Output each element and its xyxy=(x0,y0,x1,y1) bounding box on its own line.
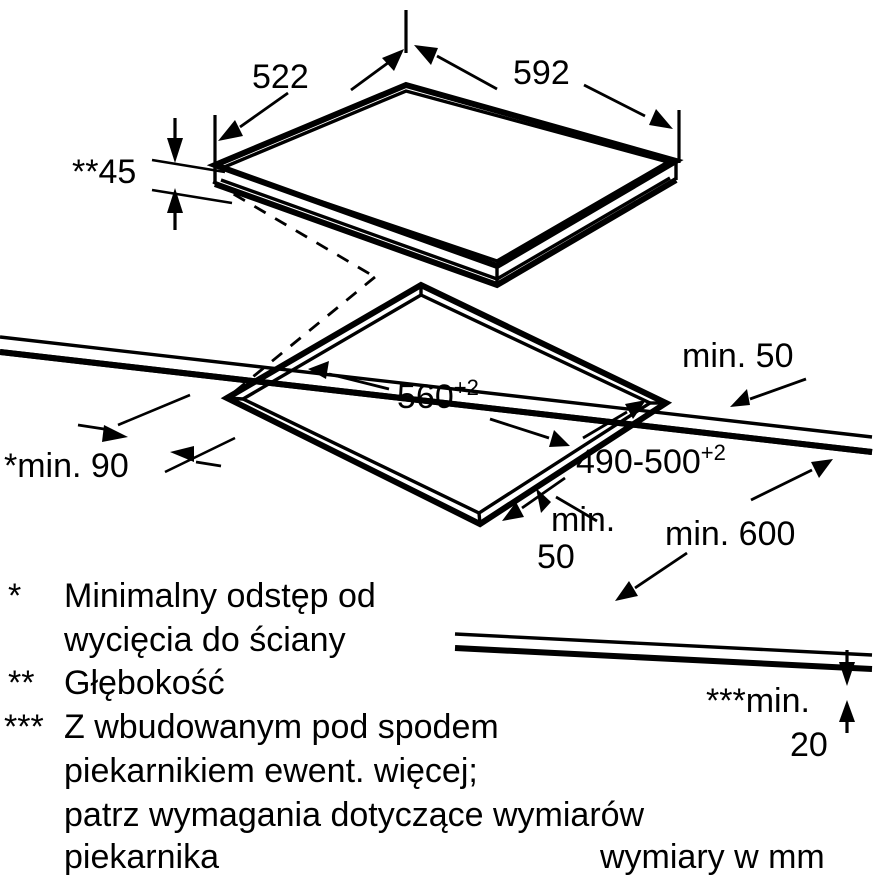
footnote-line-1a: Minimalny odstęp od xyxy=(64,577,376,615)
cutout-corner-front xyxy=(477,512,482,525)
dim-min600-arrow-lower xyxy=(615,581,638,601)
dimension-min-20: ***min. 20 xyxy=(706,650,855,764)
dimension-min-600: min. 600 xyxy=(615,459,833,601)
footnote-marker-3: *** xyxy=(4,708,44,746)
worktop-rear-edge-inner xyxy=(0,335,873,439)
dim-min50-side-leader xyxy=(555,495,598,523)
cooktop-lip-right xyxy=(496,176,671,281)
worktop-front-edge-inner xyxy=(454,632,873,657)
worktop-cutout xyxy=(220,281,673,528)
projection-line-left xyxy=(212,180,376,279)
dim-490-leader-upper xyxy=(582,410,628,440)
dim-490-500-label: 490-500+2 xyxy=(576,440,726,481)
dim-min50-rear-label: min. 50 xyxy=(682,337,794,375)
dim-min20-arrow-top xyxy=(839,662,855,686)
dim-min90-label: *min. 90 xyxy=(4,447,129,485)
dim-45-ext-bottom xyxy=(151,188,233,205)
dim-490-arrow-upper xyxy=(625,400,646,419)
dimension-490-500: 490-500+2 xyxy=(502,400,726,521)
dim-min50-side-label-2: 50 xyxy=(537,538,575,576)
dimension-45: **45 xyxy=(72,118,233,230)
worktop-front-edge-outer xyxy=(454,645,873,672)
dim-560-leader-upper xyxy=(328,372,390,391)
dim-min50-rear-leader xyxy=(749,377,807,401)
dimension-522: 522 xyxy=(213,10,408,165)
dim-560-arrow-upper xyxy=(308,361,329,379)
cutout-corner-left xyxy=(226,396,244,401)
dim-45-label: **45 xyxy=(72,153,136,191)
dimension-min-50-rear: min. 50 xyxy=(682,337,807,407)
dimension-min-90: *min. 90 xyxy=(4,393,236,485)
projection-line-down xyxy=(226,275,376,400)
dim-min20-label-1: ***min. xyxy=(706,682,810,720)
dimension-min-50-side: min. 50 xyxy=(536,488,615,576)
footnote-line-3a: Z wbudowanym pod spodem xyxy=(64,708,499,746)
dim-592-arrow-upper xyxy=(414,45,438,65)
worktop xyxy=(0,335,873,672)
footnote-line-3c: patrz wymagania dotyczące wymiarów xyxy=(64,796,645,834)
cooktop-lip-left xyxy=(220,178,498,281)
dim-522-arrow-lower xyxy=(218,120,243,141)
dim-min50-rear-arrow xyxy=(730,389,750,407)
dim-min20-label-2: 20 xyxy=(790,726,828,764)
dim-min600-arrow-upper xyxy=(811,459,833,478)
dim-min90-leader-upper xyxy=(77,423,105,431)
dim-592-leader-lower xyxy=(583,83,646,118)
dim-45-arrow-top xyxy=(167,138,183,163)
dim-560-arrow-lower xyxy=(549,430,570,447)
worktop-surface-line xyxy=(0,349,873,455)
cooktop-top-bevel xyxy=(217,89,673,263)
dim-min20-arrow-bottom xyxy=(839,700,855,722)
dim-560-label: 560+2 xyxy=(397,375,479,416)
dim-45-arrow-bottom xyxy=(167,188,183,213)
footnote-line-3b: piekarnikiem ewent. więcej; xyxy=(64,752,478,790)
dim-522-leader-lower xyxy=(239,91,289,129)
footnote-marker-1: * xyxy=(8,577,21,615)
dim-min90-arrow-lower xyxy=(170,446,194,462)
dim-min50-side-arrow xyxy=(536,488,551,513)
dim-45-ext-top xyxy=(151,158,226,174)
dim-560-leader-lower xyxy=(489,417,550,440)
dim-min600-leader-upper xyxy=(750,468,813,502)
dim-592-label: 592 xyxy=(513,54,570,92)
projection-lines xyxy=(212,180,376,400)
footnotes: * Minimalny odstęp od wycięcia do ściany… xyxy=(4,577,645,876)
dim-592-leader-upper xyxy=(436,54,498,91)
dim-490-arrow-lower xyxy=(502,502,524,521)
dimension-560: 560+2 xyxy=(308,361,570,447)
dim-min50-side-label-1: min. xyxy=(551,501,615,539)
cooktop-slab xyxy=(206,81,684,289)
dim-592-arrow-lower xyxy=(649,109,673,129)
dim-min90-ext-upper xyxy=(117,393,191,427)
cooktop-top-face xyxy=(206,81,684,270)
dimension-592: 592 xyxy=(414,45,681,163)
dim-522-label: 522 xyxy=(252,58,309,96)
dim-min90-leader-lower xyxy=(195,460,222,468)
dim-522-arrow-upper xyxy=(382,49,404,71)
dim-min90-arrow-upper xyxy=(102,425,128,442)
footnote-line-2a: Głębokość xyxy=(64,664,225,702)
dim-min600-leader-lower xyxy=(634,551,688,590)
footnote-marker-2: ** xyxy=(8,664,34,702)
dim-490-leader-lower xyxy=(521,476,566,510)
dim-min90-ext-lower xyxy=(164,436,236,474)
dim-min600-label: min. 600 xyxy=(665,515,795,553)
units-label: wymiary w mm xyxy=(599,838,825,876)
footnote-line-3d: piekarnika xyxy=(64,838,219,876)
footnote-line-1b: wycięcia do ściany xyxy=(63,621,346,659)
